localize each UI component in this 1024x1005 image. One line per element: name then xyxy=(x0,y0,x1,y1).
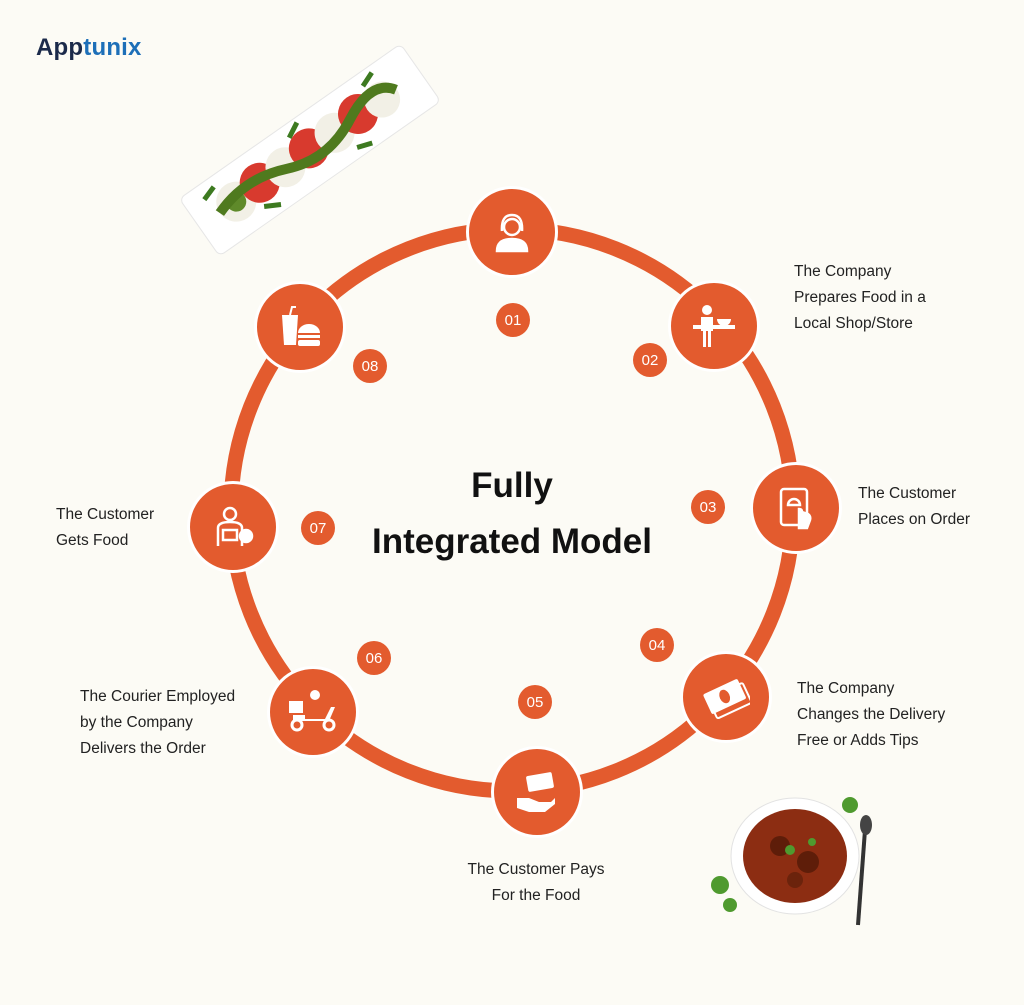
label-line: by the Company xyxy=(80,714,193,731)
step-06-node xyxy=(267,666,359,758)
step-03-badge: 03 xyxy=(691,490,725,524)
label-line: The Company xyxy=(797,680,895,697)
step-05-node xyxy=(491,746,583,838)
label-line: Gets Food xyxy=(56,532,129,549)
curry-bowl-image xyxy=(711,797,872,926)
tablet-order-icon xyxy=(779,487,812,530)
step-03-node xyxy=(750,462,842,554)
step-05-badge: 05 xyxy=(518,685,552,719)
step-07-badge: 07 xyxy=(301,511,335,545)
apptunix-logo: Apptunix xyxy=(36,34,142,62)
title-line-2: Integrated Model xyxy=(371,522,653,561)
step-01-badge: 01 xyxy=(496,303,530,337)
step-04-badge: 04 xyxy=(640,628,674,662)
label-line: The Customer xyxy=(858,485,957,502)
step-02-badge: 02 xyxy=(633,343,667,377)
logo-prefix: App xyxy=(36,34,84,61)
step-06-badge: 06 xyxy=(357,641,391,675)
step-08-node xyxy=(254,281,346,373)
step-07-node xyxy=(187,481,279,573)
label-line: The Customer Pays xyxy=(467,861,605,878)
label-line: Local Shop/Store xyxy=(794,315,913,332)
label-line: Prepares Food in a xyxy=(794,289,926,306)
title-line-1: Fully xyxy=(471,466,553,505)
woman-customer-icon xyxy=(495,213,529,253)
courier-scooter-icon xyxy=(289,690,336,732)
logo-suffix: tunix xyxy=(83,34,142,61)
label-line: Delivers the Order xyxy=(80,740,206,757)
chef-cooking-icon xyxy=(693,305,735,347)
label-line: For the Food xyxy=(491,887,581,904)
label-line: The Courier Employed xyxy=(80,688,236,705)
label-line: The Customer xyxy=(56,506,155,523)
customer-received-icon xyxy=(216,506,254,546)
step-02-node xyxy=(668,280,760,372)
label-line: The Company xyxy=(794,263,892,280)
step-04-node xyxy=(680,651,772,743)
step-01-node xyxy=(466,186,558,278)
hand-payment-icon xyxy=(517,772,555,812)
label-line: Places on Order xyxy=(858,511,970,528)
label-line: Changes the Delivery xyxy=(797,706,946,723)
label-line: Free or Adds Tips xyxy=(797,732,919,749)
caprese-salad-image xyxy=(181,45,439,255)
fast-food-icon xyxy=(282,306,320,346)
step-08-badge: 08 xyxy=(353,349,387,383)
cash-money-icon xyxy=(703,679,750,720)
